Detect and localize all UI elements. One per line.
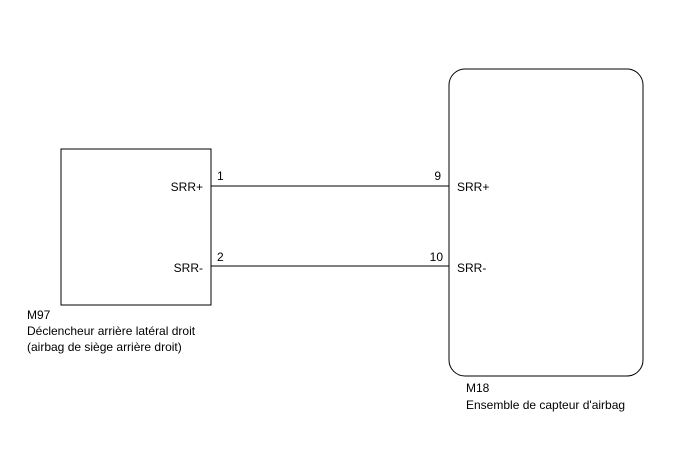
left-pin-number-2: 2: [217, 250, 224, 264]
right-pin-number-10: 10: [430, 250, 444, 264]
left-pin-number-1: 1: [217, 169, 224, 183]
left-component-code: M97: [27, 308, 51, 322]
left-component-name-line1: Déclencheur arrière latéral droit: [27, 324, 196, 338]
right-pin-number-9: 9: [434, 169, 441, 183]
left-signal-label-srr-plus: SRR+: [171, 180, 203, 194]
right-component-name: Ensemble de capteur d'airbag: [466, 398, 625, 412]
right-signal-label-srr-plus: SRR+: [457, 180, 489, 194]
right-signal-label-srr-minus: SRR-: [457, 261, 486, 275]
left-signal-label-srr-minus: SRR-: [174, 261, 203, 275]
right-component-box: [448, 68, 644, 377]
left-component-box: [60, 148, 212, 306]
left-component-name-line2: (airbag de siège arrière droit): [27, 340, 182, 354]
right-component-code: M18: [466, 381, 490, 395]
